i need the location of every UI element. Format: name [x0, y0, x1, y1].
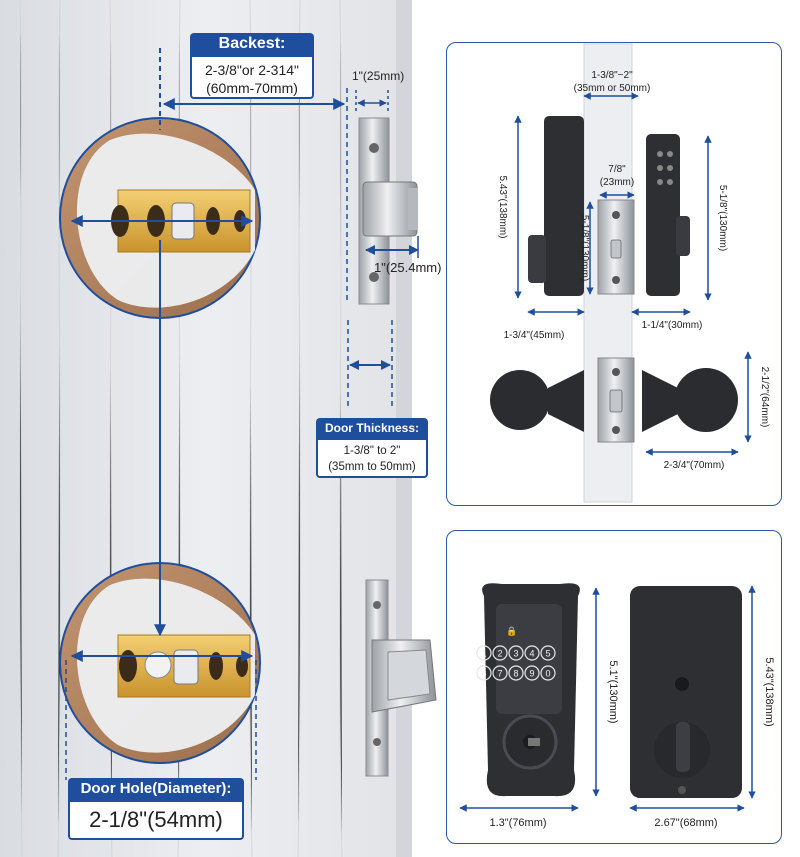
- knob-diameter-label: 2-1/2"(64mm): [759, 367, 770, 428]
- lock-icon: 🔒: [506, 626, 517, 636]
- door-thickness-line2: (35mm to 50mm): [328, 461, 416, 473]
- keypad-key-ring: [492, 645, 508, 661]
- keypad-key-9: 9: [529, 669, 534, 679]
- interior-height-label: 5.43"(138mm): [497, 175, 508, 238]
- door-range-bottom-label: (35mm or 50mm): [574, 83, 651, 94]
- door-thickness-title: Door Thickness:: [316, 418, 428, 438]
- backset-title: Backest:: [190, 33, 314, 55]
- knob-projection-label: 2-3/4"(70mm): [664, 460, 725, 471]
- door-thickness-line1: 1-3/8" to 2": [343, 445, 401, 457]
- deadbolt-latch: [355, 90, 419, 305]
- bottom-bore-circle: [59, 562, 261, 764]
- plate-width-bottom-label: (23mm): [600, 177, 634, 188]
- keypad-key-ring: [476, 665, 492, 681]
- backset-value-box: 2-3/8"or 2-314" (60mm-70mm): [190, 55, 314, 99]
- door-thickness-box: 1-3/8" to 2" (35mm to 50mm): [316, 438, 428, 478]
- interior-unit-width-label: 2.67"(68mm): [654, 817, 717, 829]
- exterior-depth-label: 1-1/4"(30mm): [642, 320, 703, 331]
- door-hole-value: 2-1/8"(54mm): [68, 800, 244, 840]
- door-range-top-label: 1-3/8"~2": [591, 70, 633, 81]
- keypad-key-5: 5: [545, 649, 550, 659]
- interior-depth-label: 1-3/4"(45mm): [504, 330, 565, 341]
- interior-unit-height-label: 5.43"(138mm): [763, 657, 775, 726]
- keypad-key-ring: [508, 645, 524, 661]
- door-hole-title: Door Hole(Diameter):: [68, 778, 244, 800]
- keypad-key-2: 2: [497, 649, 502, 659]
- keypad-height-label: 5.1"(130mm): [607, 660, 619, 723]
- side-view-panel: [446, 42, 782, 506]
- side-view-artwork: [490, 43, 752, 503]
- keypad-key-ring: [508, 665, 524, 681]
- keypad-key-ring: [540, 645, 556, 661]
- keypad-key-3: 3: [513, 649, 518, 659]
- keypad-key-0: 0: [545, 669, 550, 679]
- keypad-key-ring: [492, 665, 508, 681]
- keypad-key-ring: [476, 645, 492, 661]
- keypad-key-ring: [524, 645, 540, 661]
- keypad-key-6: 6: [481, 669, 486, 679]
- exterior-height-label: 5-1/8"(130mm): [717, 185, 728, 251]
- front-view-artwork: [459, 583, 756, 812]
- plate-width-top-label: 7/8": [608, 164, 626, 175]
- keypad-key-8: 8: [513, 669, 518, 679]
- front-view-panel: [446, 530, 782, 844]
- keypad-key-4: 4: [529, 649, 534, 659]
- knob-latch: [365, 579, 437, 777]
- keypad-key-7: 7: [497, 669, 502, 679]
- keypad-width-label: 1.3"(76mm): [489, 817, 546, 829]
- faceplate-width-label: 1"(25mm): [352, 69, 404, 83]
- keypad-key-1: 1: [481, 649, 486, 659]
- backset-line2: (60mm-70mm): [206, 80, 298, 96]
- keypad: 1 2 3 4 5 6 7 8 9 0: [476, 645, 556, 681]
- plate-height-label: 5-1/8"(130mm): [579, 215, 590, 281]
- bolt-throw-label: 1"(25.4mm): [374, 260, 441, 275]
- keypad-key-ring: [540, 665, 556, 681]
- backset-line1: 2-3/8"or 2-314": [205, 62, 299, 78]
- keypad-key-ring: [524, 665, 540, 681]
